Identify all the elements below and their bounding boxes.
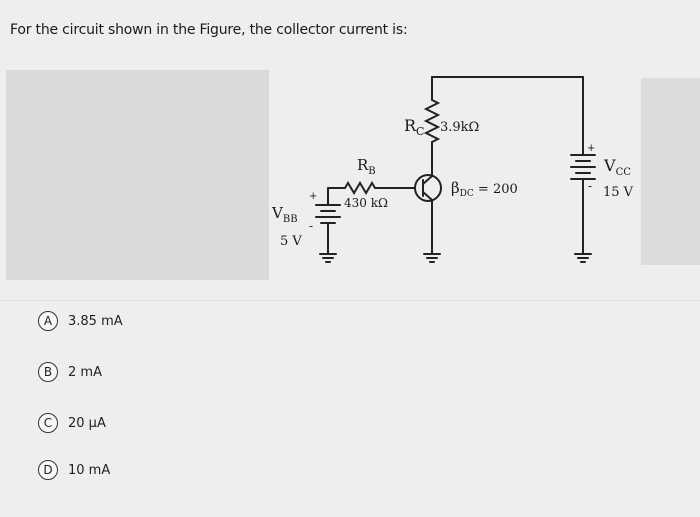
vbb-plus-sign: +: [309, 191, 317, 202]
option-b-radio[interactable]: B: [38, 362, 58, 382]
option-b-text: 2 mA: [68, 364, 102, 380]
vcc-value: 15 V: [603, 185, 634, 200]
transistor-emitter: [422, 191, 433, 201]
option-d[interactable]: D 10 mA: [38, 459, 110, 481]
vbb-label: VBB: [271, 204, 298, 225]
rc-value: 3.9kΩ: [440, 120, 479, 135]
question-text: For the circuit shown in the Figure, the…: [10, 22, 408, 38]
vcc-label: VCC: [603, 156, 631, 178]
option-a-radio[interactable]: A: [38, 311, 58, 331]
figure-placeholder-right: [641, 78, 700, 265]
rb-value: 430 kΩ: [344, 196, 388, 210]
vbb-minus-sign: -: [309, 219, 313, 233]
figure-placeholder-left: [6, 70, 269, 280]
beta-label: βDC = 200: [451, 179, 518, 199]
option-d-radio[interactable]: D: [38, 460, 58, 480]
vcc-plus-sign: +: [587, 143, 595, 154]
vbb-value: 5 V: [280, 234, 302, 249]
option-a-text: 3.85 mA: [68, 313, 123, 329]
option-d-text: 10 mA: [68, 462, 111, 478]
divider: [0, 300, 700, 301]
option-c-text: 20 μA: [68, 415, 106, 431]
rb-label: RB: [357, 156, 376, 177]
option-b[interactable]: B 2 mA: [38, 361, 102, 383]
vcc-minus-sign: -: [588, 179, 592, 193]
option-a[interactable]: A 3.85 mA: [38, 310, 123, 332]
resistor-rb: [344, 181, 376, 195]
transistor-collector: [422, 175, 433, 185]
option-c[interactable]: C 20 μA: [38, 412, 106, 434]
resistor-rc: [423, 99, 441, 143]
circuit-figure: RC 3.9kΩ RB 430 kΩ βDC = 200 VBB 5 V + -…: [271, 76, 634, 263]
option-c-radio[interactable]: C: [38, 413, 58, 433]
rc-label: RC: [404, 116, 424, 138]
